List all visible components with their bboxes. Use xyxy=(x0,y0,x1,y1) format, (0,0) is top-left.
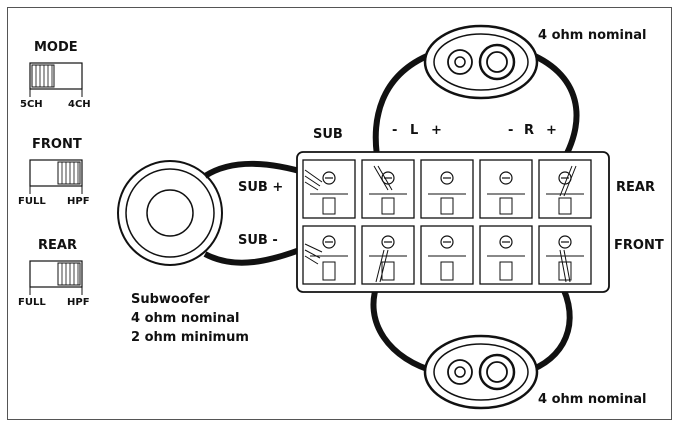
terminal-top-row xyxy=(302,159,592,219)
mode-switch-right-label: 4CH xyxy=(68,99,91,110)
terminal-r-minus: - xyxy=(508,123,514,138)
wire-ends xyxy=(304,165,577,283)
front-switch-right-label: HPF xyxy=(67,196,90,207)
front-left-wire xyxy=(370,280,438,375)
mode-switch-title: MODE xyxy=(34,40,78,55)
front-speaker-label: 4 ohm nominal xyxy=(538,392,647,407)
rear-switch-title: REAR xyxy=(38,238,77,253)
front-speaker xyxy=(423,334,539,410)
subwoofer-line-2: 4 ohm nominal xyxy=(131,311,240,326)
terminal-l-plus: + xyxy=(431,123,442,138)
terminal-sub-label: SUB xyxy=(313,127,343,142)
sub-minus-wire xyxy=(203,243,312,266)
sub-plus-wire xyxy=(203,160,311,179)
front-row-label: FRONT xyxy=(614,238,664,253)
front-switch-left-label: FULL xyxy=(18,196,46,207)
terminal-l-name: L xyxy=(410,123,419,138)
subwoofer-speaker xyxy=(117,160,223,266)
diagram-frame xyxy=(7,7,672,420)
front-switch-title: FRONT xyxy=(32,137,82,152)
rear-switch-left-label: FULL xyxy=(18,297,46,308)
rear-row-label: REAR xyxy=(616,180,655,195)
mode-switch xyxy=(29,62,83,97)
terminal-block xyxy=(296,151,610,293)
front-switch xyxy=(29,159,83,194)
rear-switch-right-label: HPF xyxy=(67,297,90,308)
terminal-r-plus: + xyxy=(546,123,557,138)
sub-plus-label: SUB + xyxy=(238,180,284,195)
terminal-bottom-row xyxy=(302,225,592,285)
mode-switch-left-label: 5CH xyxy=(20,99,43,110)
rear-switch xyxy=(29,260,83,295)
subwoofer-description: Subwoofer 4 ohm nominal 2 ohm minimum xyxy=(131,290,249,347)
terminal-r-name: R xyxy=(524,123,535,138)
subwoofer-line-3: 2 ohm minimum xyxy=(131,330,249,345)
terminal-l-minus: - xyxy=(392,123,398,138)
subwoofer-line-1: Subwoofer xyxy=(131,292,210,307)
rear-speaker xyxy=(423,24,539,100)
sub-minus-label: SUB - xyxy=(238,233,278,248)
rear-speaker-label: 4 ohm nominal xyxy=(538,28,647,43)
